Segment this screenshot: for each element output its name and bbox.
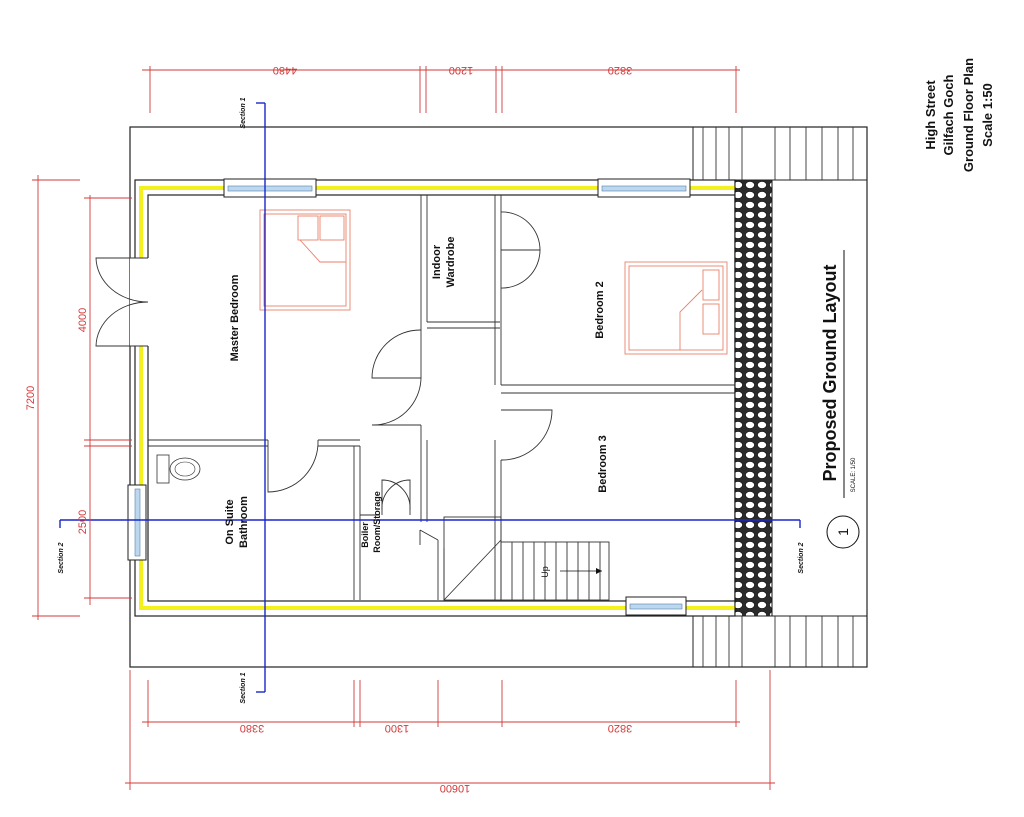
drawing-scale: SCALE: 1/50 bbox=[851, 457, 857, 492]
bed-bedroom2 bbox=[624, 261, 728, 355]
room-label-storage: Room/Storage bbox=[372, 491, 382, 553]
dim-bottom-c: 3820 bbox=[608, 722, 632, 734]
window-top-right-glass bbox=[601, 185, 687, 192]
section-1-label-top: Section 1 bbox=[240, 97, 247, 128]
room-label-bedroom2: Bedroom 2 bbox=[594, 281, 606, 338]
window-top-left-glass bbox=[227, 185, 313, 192]
insulation-layer bbox=[139, 186, 735, 610]
section-1-label-bottom: Section 1 bbox=[240, 672, 247, 703]
drawing-title: Proposed Ground Layout bbox=[820, 264, 840, 481]
title-line4: Scale 1:50 bbox=[980, 83, 995, 147]
dim-left-total: 7200 bbox=[25, 386, 37, 410]
staircase bbox=[500, 541, 610, 601]
dim-top-c: 3820 bbox=[608, 64, 632, 76]
french-door-right-leaf bbox=[95, 301, 149, 347]
room-label-bathroom: Bathroom bbox=[238, 496, 250, 548]
section-2-label-left: Section 2 bbox=[58, 542, 65, 573]
title-line3: Ground Floor Plan bbox=[961, 58, 976, 172]
title-line1: High Street bbox=[923, 80, 938, 150]
steps-top bbox=[692, 126, 868, 181]
toilet-icon bbox=[156, 454, 201, 484]
dim-bottom-a: 3380 bbox=[240, 722, 264, 734]
room-label-on-suite: On Suite bbox=[224, 499, 236, 544]
door-swings bbox=[267, 211, 553, 515]
dim-left-b: 2500 bbox=[77, 510, 89, 534]
site-boundary bbox=[129, 126, 868, 668]
stone-wall bbox=[734, 179, 773, 617]
french-door-left-leaf bbox=[95, 257, 149, 303]
dim-bottom-total: 10600 bbox=[440, 782, 471, 794]
section-2-label-right: Section 2 bbox=[798, 542, 805, 573]
steps-bottom bbox=[692, 615, 868, 668]
stair-up-label: Up bbox=[540, 566, 550, 578]
room-label-master-bedroom: Master Bedroom bbox=[229, 274, 241, 361]
dim-top-a: 4480 bbox=[273, 64, 297, 76]
room-label-indoor: Indoor bbox=[431, 244, 443, 279]
dim-bottom-b: 1300 bbox=[385, 722, 409, 734]
room-label-bedroom3: Bedroom 3 bbox=[597, 435, 609, 492]
drawing-number-circle bbox=[826, 515, 860, 549]
room-label-boiler: Boiler bbox=[360, 522, 370, 548]
window-bottom-glass bbox=[629, 603, 683, 610]
bed-master bbox=[259, 209, 351, 311]
title-line2: Gilfach Goch bbox=[941, 74, 956, 155]
dimension-lines bbox=[32, 66, 775, 790]
room-label-wardrobe: Wardrobe bbox=[445, 237, 457, 288]
dim-top-b: 1200 bbox=[449, 64, 473, 76]
dim-left-a: 4000 bbox=[77, 308, 89, 332]
drawing-number: 1 bbox=[835, 528, 851, 536]
window-left-glass bbox=[134, 488, 141, 557]
